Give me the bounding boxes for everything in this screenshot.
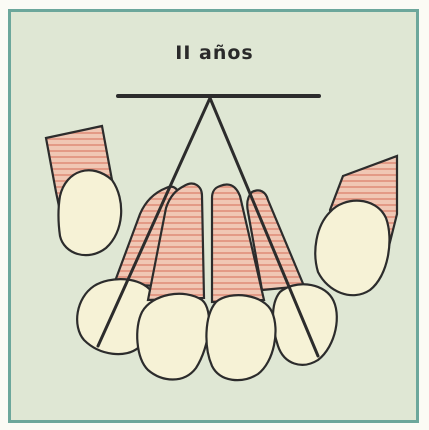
tooth-right-canine <box>315 156 397 295</box>
tooth-right-central-crown <box>206 295 275 380</box>
tooth-right-canine-crown <box>315 201 389 296</box>
tooth-left-canine-crown <box>59 170 122 255</box>
tooth-left-central-crown <box>137 294 209 380</box>
tooth-left-canine <box>46 126 121 255</box>
